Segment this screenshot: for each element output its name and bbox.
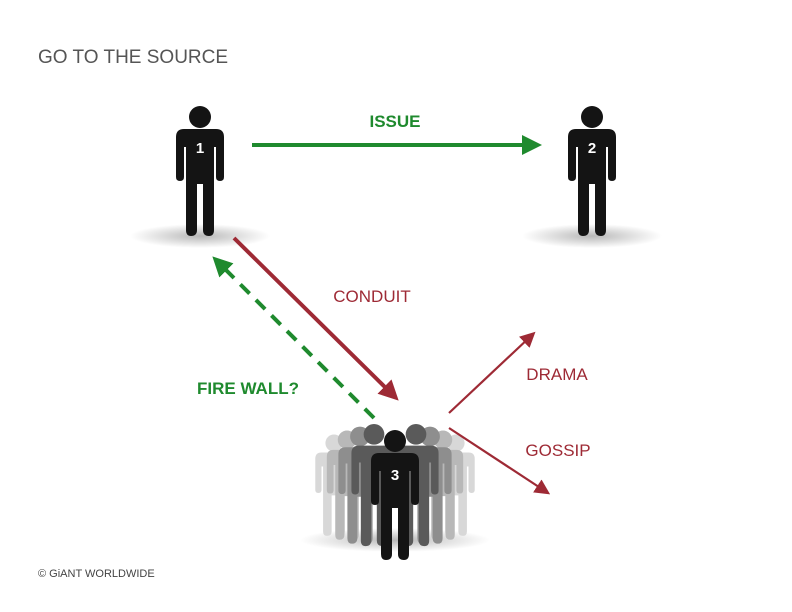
person-2-shadow	[522, 224, 662, 248]
crowd-group: 3	[300, 423, 490, 560]
conduit-arrow: CONDUIT	[232, 236, 411, 401]
copyright-text: © GiANT WORLDWIDE	[38, 568, 155, 580]
firewall-label: FIRE WALL?	[197, 379, 299, 398]
person-2: 2	[522, 106, 662, 248]
person-1-figure-icon	[176, 106, 224, 236]
person-2-figure-icon	[568, 106, 616, 236]
gossip-arrow-line	[448, 427, 551, 495]
firewall-arrow: FIRE WALL?	[197, 256, 376, 420]
drama-arrow-line	[448, 331, 536, 414]
page-title: GO TO THE SOURCE	[38, 47, 228, 68]
issue-label: ISSUE	[369, 112, 420, 131]
gossip-arrow: GOSSIP	[448, 427, 591, 495]
crowd-number: 3	[391, 467, 399, 484]
conduit-arrow-line	[232, 236, 399, 401]
firewall-arrow-line	[212, 256, 376, 420]
drama-label: DRAMA	[526, 365, 588, 384]
gossip-label: GOSSIP	[525, 441, 590, 460]
conduit-label: CONDUIT	[333, 287, 410, 306]
person-1-shadow	[130, 224, 270, 248]
person-2-number: 2	[588, 140, 596, 157]
drama-arrow: DRAMA	[448, 331, 588, 414]
person-1: 1	[130, 106, 270, 248]
person-1-number: 1	[196, 140, 204, 157]
issue-arrow: ISSUE	[252, 112, 542, 155]
